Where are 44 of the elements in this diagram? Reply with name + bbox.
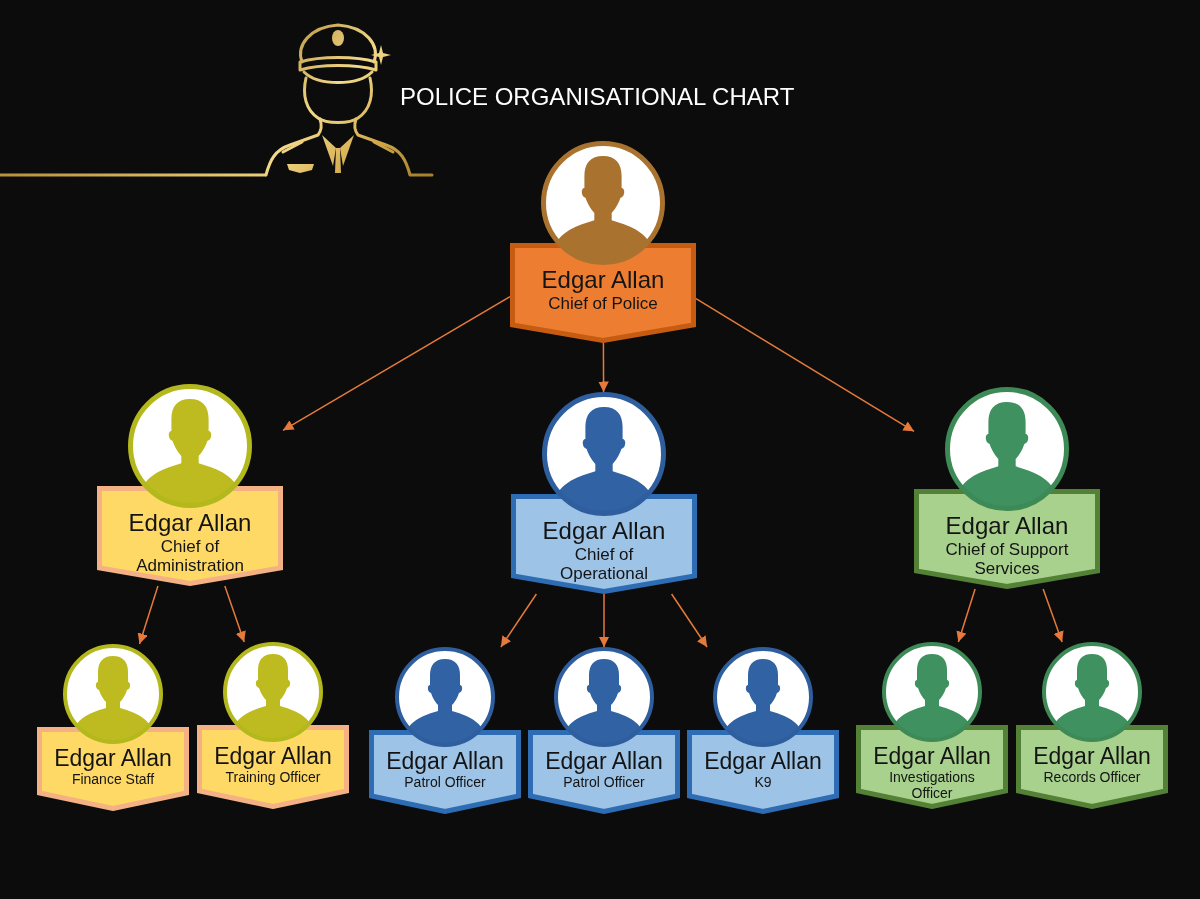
person-name: Edgar Allan (541, 266, 665, 294)
person-name: Edgar Allan (54, 745, 172, 771)
arrow (598, 342, 609, 393)
person-name: Edgar Allan (945, 512, 1069, 540)
person-name: Edgar Allan (128, 509, 252, 537)
arrow (1042, 588, 1064, 643)
arrow (956, 588, 976, 643)
org-chart-card (528, 647, 680, 814)
org-chart-card (687, 647, 839, 814)
person-name: Edgar Allan (545, 748, 663, 774)
person-name: Edgar Allan (704, 748, 822, 774)
job-title: K9 (754, 774, 772, 790)
arrow (500, 593, 538, 648)
person-name: Edgar Allan (542, 517, 666, 545)
job-title: Records Officer (1043, 769, 1141, 785)
arrow (598, 593, 610, 648)
job-title: Chief of Administration (135, 537, 245, 575)
org-chart-card (37, 644, 189, 811)
job-title: Training Officer (225, 769, 321, 785)
arrow (137, 585, 159, 645)
org-chart-card (511, 392, 697, 594)
arrow (695, 297, 915, 433)
org-chart-card (856, 642, 1008, 809)
org-chart-card (369, 647, 521, 814)
arrow (224, 585, 246, 643)
job-title: Investigations Officer (888, 769, 976, 801)
job-title: Patrol Officer (563, 774, 645, 790)
arrow (670, 593, 708, 648)
person-name: Edgar Allan (214, 743, 332, 769)
org-chart-card (97, 384, 283, 586)
job-title: Chief of Police (548, 294, 658, 313)
org-chart-card (510, 141, 696, 343)
person-name: Edgar Allan (1033, 743, 1151, 769)
job-title: Chief of Operational (559, 545, 649, 583)
job-title: Finance Staff (71, 771, 155, 787)
job-title: Patrol Officer (404, 774, 486, 790)
org-chart-card (1016, 642, 1168, 809)
person-name: Edgar Allan (873, 743, 991, 769)
job-title: Chief of Support Services (944, 540, 1070, 578)
org-chart-card (197, 642, 349, 809)
arrow (282, 295, 511, 432)
org-chart-card (914, 387, 1100, 589)
chart-title: POLICE ORGANISATIONAL CHART (400, 82, 795, 112)
person-name: Edgar Allan (386, 748, 504, 774)
